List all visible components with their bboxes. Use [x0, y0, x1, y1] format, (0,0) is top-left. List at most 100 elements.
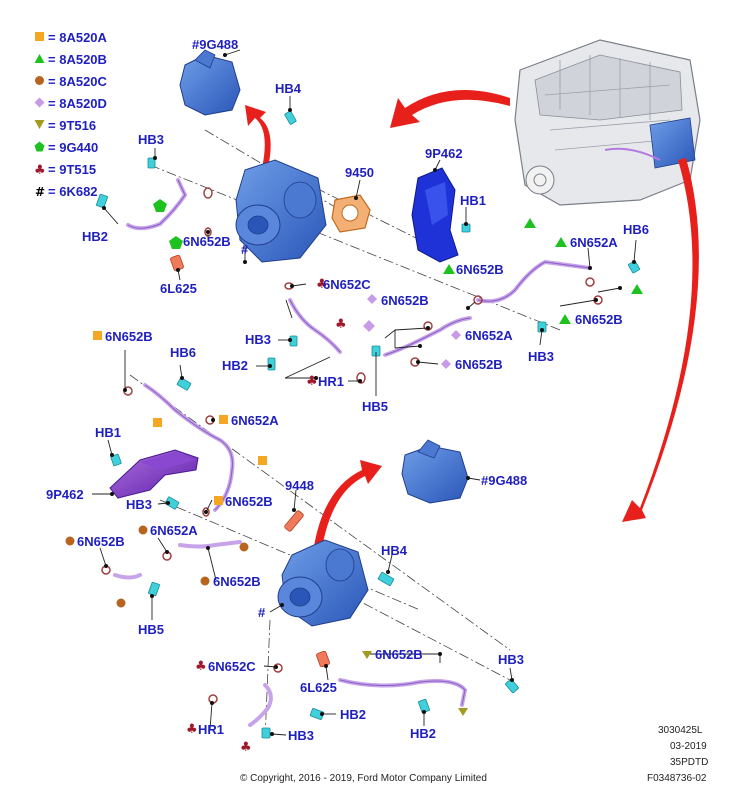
symbol-square [219, 415, 228, 424]
symbol-diamond [363, 320, 375, 332]
callout-6n652b-j: 6N652B [375, 647, 423, 662]
legend-separator: = [48, 184, 56, 199]
symbol-square [258, 456, 267, 465]
callout-hb6-left: HB6 [170, 345, 196, 360]
diamond-icon [34, 97, 45, 108]
legend-separator: = [48, 30, 56, 45]
callout-hb2-top: HB2 [82, 229, 108, 244]
symbol-club: ♣ [306, 374, 318, 389]
symbol-pentagon [169, 236, 183, 249]
heat-shield-left [109, 449, 199, 499]
callout-hash-turbo-bottom: # [258, 605, 266, 620]
pipe-edges [127, 179, 591, 706]
callout-6n652a-a: 6N652A [465, 328, 513, 343]
diagram-symbols: ♣ ♣ ♣ ♣ ♣ ♣ [65, 199, 643, 755]
doc-date: 03-2019 [670, 741, 707, 752]
turbocharger-bottom [277, 539, 369, 627]
symbol-square [214, 496, 223, 505]
pentagon-icon [34, 141, 45, 152]
callout-6n652a-c: 6N652A [231, 413, 279, 428]
callout-hb3-bottom-right: HB3 [498, 652, 524, 667]
figure-id: F0348736-02 [647, 773, 707, 784]
legend-separator: = [48, 162, 56, 177]
symbol-circle [65, 536, 75, 546]
legend-code: 8A520A [59, 30, 107, 45]
bolts [96, 110, 640, 739]
heat-shield-right [411, 167, 459, 263]
legend-separator: = [48, 140, 56, 155]
symbol-pentagon [153, 199, 167, 212]
symbol-club: ♣ [195, 659, 207, 674]
callout-6l625-top: 6L625 [160, 281, 197, 296]
legend-code: 8A520C [59, 74, 107, 89]
leader-lines [92, 49, 637, 736]
callout-9g488-bottom: #9G488 [481, 473, 527, 488]
callout-hb4-top: HB4 [275, 81, 302, 96]
callout-6n652c-bottom: 6N652C [208, 659, 256, 674]
legend-separator: = [48, 96, 56, 111]
callout-hash-turbo-top: # [241, 242, 249, 257]
symbol-triangle [524, 218, 536, 228]
symbol-triangle [555, 237, 567, 247]
callout-9p462-left: 9P462 [46, 487, 84, 502]
callout-6n652a-b: 6N652A [570, 235, 618, 250]
callout-hb3-bottom: HB3 [288, 728, 314, 743]
arrow-engine-to-turbo [390, 90, 510, 128]
callout-hb4-bottom: HB4 [381, 543, 408, 558]
symbol-diamond [441, 359, 451, 369]
callout-hb1-top: HB1 [460, 193, 486, 208]
callout-hr1-bottom: HR1 [198, 722, 224, 737]
symbol-circle [138, 525, 148, 535]
arrow-turbo-to-actuator [245, 105, 271, 168]
legend-code: 9T516 [59, 118, 97, 133]
club-icon: ♣ [34, 163, 46, 175]
symbol-diamond [367, 294, 377, 304]
callout-6n652b-g: 6N652B [225, 494, 273, 509]
callout-hb2-mid: HB2 [222, 358, 248, 373]
arrow-engine-to-lower-turbo [622, 158, 699, 522]
legend-separator: = [48, 74, 56, 89]
callout-9p462-top: 9P462 [425, 146, 463, 161]
svg-text:♣: ♣ [34, 163, 46, 175]
symbol-club: ♣ [240, 740, 252, 755]
symbol-square [93, 331, 102, 340]
symbol-triangle [443, 264, 455, 274]
legend-code: 9T515 [59, 162, 97, 177]
leader-dots [102, 53, 636, 736]
callout-6n652b-f: 6N652B [105, 329, 153, 344]
legend-code: 9G440 [59, 140, 99, 155]
symbol-club: ♣ [316, 277, 328, 292]
legend-separator: = [48, 52, 56, 67]
callout-hb3-right: HB3 [528, 349, 554, 364]
callout-6l625-bottom: 6L625 [300, 680, 337, 695]
callout-hb5-bottom: HB5 [138, 622, 164, 637]
engine-assembly [514, 39, 701, 206]
callout-hb2-bottom-mid: HB2 [340, 707, 366, 722]
symbol-triangle-down [458, 708, 468, 716]
symbol-circle [200, 576, 210, 586]
callout-6n652b-i: 6N652B [213, 574, 261, 589]
legend-code: 8A520D [59, 96, 107, 111]
copyright: © Copyright, 2016 - 2019, Ford Motor Com… [240, 773, 487, 784]
legend-separator: = [48, 118, 56, 133]
triangle-down-icon [34, 120, 45, 129]
symbol-circle [116, 598, 126, 608]
triangle-icon [34, 54, 45, 63]
callout-6n652b-e: 6N652B [575, 312, 623, 327]
callout-6n652b-c: 6N652B [381, 293, 429, 308]
symbol-triangle [559, 314, 571, 324]
callout-6n652b-d: 6N652B [455, 357, 503, 372]
callout-hb1-left: HB1 [95, 425, 121, 440]
callout-9g488-top: #9G488 [192, 37, 238, 52]
callout-hb3-mid: HB3 [245, 332, 271, 347]
callout-9450: 9450 [345, 165, 374, 180]
square-icon [35, 32, 44, 41]
legend-code: 8A520B [59, 52, 107, 67]
callout-hb5-mid: HB5 [362, 399, 388, 414]
actuator-top [179, 49, 241, 116]
symbol-circle [239, 542, 249, 552]
svg-text:#: # [35, 185, 45, 197]
callout-6n652c-top: 6N652C [323, 277, 371, 292]
